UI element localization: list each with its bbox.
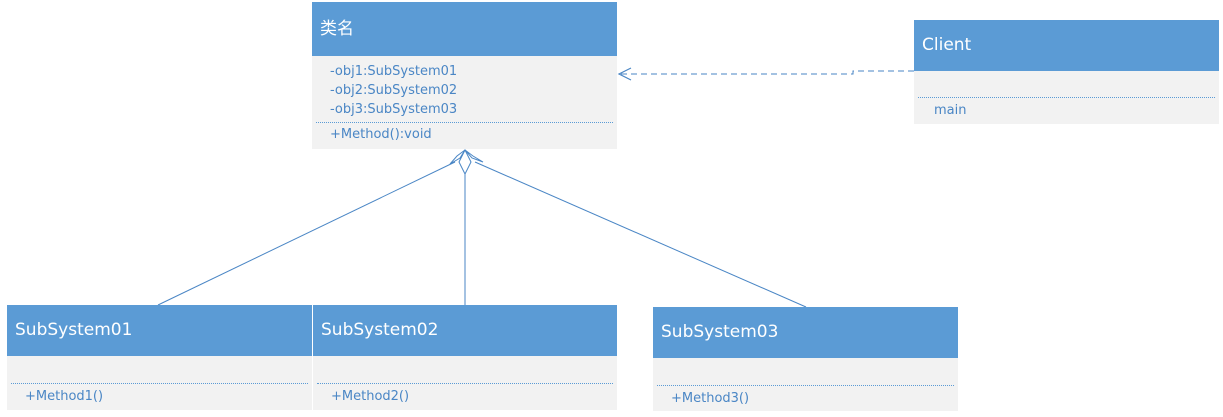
client-separator [918, 97, 1215, 98]
client-class: Client main [914, 20, 1219, 124]
subsystem01-separator [11, 383, 308, 384]
subsystem01-class: SubSystem01 +Method1() [7, 305, 312, 410]
dependency-arrowhead [617, 67, 632, 81]
facade-attribute: -obj1:SubSystem01 [330, 64, 458, 79]
subsystem02-class-body: +Method2() [313, 356, 617, 410]
dependency-line [620, 70, 914, 75]
subsystem03-class-header: SubSystem03 [653, 307, 958, 358]
facade-attribute: -obj3:SubSystem03 [330, 102, 458, 117]
subsystem02-class: SubSystem02 +Method2() [313, 305, 617, 410]
subsystem01-class-name: SubSystem01 [15, 320, 133, 340]
client-operation: main [934, 103, 967, 118]
subsystem03-separator [657, 385, 954, 386]
facade-attribute: -obj2:SubSystem02 [330, 83, 458, 98]
aggregation-line-subsystem01 [157, 161, 456, 306]
subsystem02-class-header: SubSystem02 [313, 305, 617, 356]
subsystem03-operation: +Method3() [671, 391, 750, 406]
subsystem02-class-name: SubSystem02 [321, 320, 439, 340]
client-class-name: Client [922, 35, 972, 55]
aggregation-line-subsystem03 [474, 161, 807, 308]
client-class-body: main [914, 71, 1219, 124]
aggregation-diamond-subsystem01 [449, 149, 466, 165]
subsystem01-class-body: +Method1() [7, 356, 312, 410]
aggregation-diamond-subsystem02 [458, 148, 472, 176]
subsystem01-operation: +Method1() [25, 389, 104, 404]
aggregation-diamond-subsystem03 [464, 149, 484, 163]
facade-separator [316, 122, 613, 123]
subsystem03-class-name: SubSystem03 [661, 322, 779, 342]
subsystem03-class: SubSystem03 +Method3() [653, 307, 958, 411]
subsystem02-operation: +Method2() [331, 389, 410, 404]
facade-class-name: 类名 [320, 18, 354, 39]
subsystem03-class-body: +Method3() [653, 358, 958, 411]
facade-class-header: 类名 [312, 2, 617, 56]
client-class-header: Client [914, 20, 1219, 71]
subsystem02-separator [317, 383, 613, 384]
facade-class-body: -obj1:SubSystem01 -obj2:SubSystem02 -obj… [312, 56, 617, 149]
facade-class: 类名 -obj1:SubSystem01 -obj2:SubSystem02 -… [312, 2, 617, 149]
subsystem01-class-header: SubSystem01 [7, 305, 312, 356]
facade-operation: +Method():void [330, 127, 432, 142]
